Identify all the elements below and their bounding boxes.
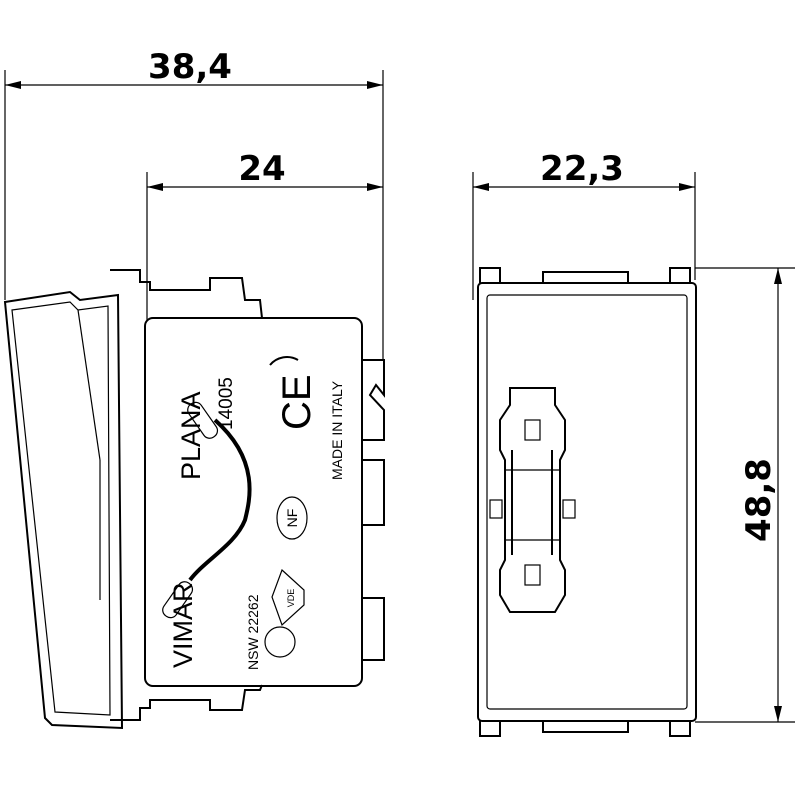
series-label: PLANA xyxy=(176,391,206,480)
brand-label: VIMAR xyxy=(168,582,198,668)
dimension-label: 38,4 xyxy=(148,47,232,87)
switch-body xyxy=(144,317,363,687)
dimension-height: 48,8 xyxy=(695,267,795,723)
switch-mechanism xyxy=(489,387,576,613)
dimension-width: 22,3 xyxy=(472,149,696,300)
svg-text:VDE: VDE xyxy=(286,589,296,608)
dimension-label: 24 xyxy=(238,149,285,189)
dimension-label: 48,8 xyxy=(739,458,779,542)
front-view xyxy=(477,267,697,737)
approval-symbol xyxy=(264,626,296,658)
approval-label: NSW 22262 xyxy=(245,594,261,670)
origin-label: MADE IN ITALY xyxy=(329,380,345,480)
dimension-overall-depth: 38,4 xyxy=(4,47,384,360)
ce-mark: CE xyxy=(269,356,319,430)
dimension-body-depth: 24 xyxy=(146,149,383,320)
side-view: VIMAR PLANA 14005 CE MADE IN ITALY NF VD… xyxy=(3,269,385,730)
dimension-label: 22,3 xyxy=(540,149,624,189)
svg-text:NF: NF xyxy=(284,509,300,528)
svg-text:CE: CE xyxy=(275,374,319,430)
code-label: 14005 xyxy=(216,377,237,430)
front-body xyxy=(477,282,697,722)
nf-mark: NF xyxy=(276,496,308,540)
vde-mark: VDE xyxy=(271,568,305,627)
rocker-key xyxy=(3,290,124,730)
